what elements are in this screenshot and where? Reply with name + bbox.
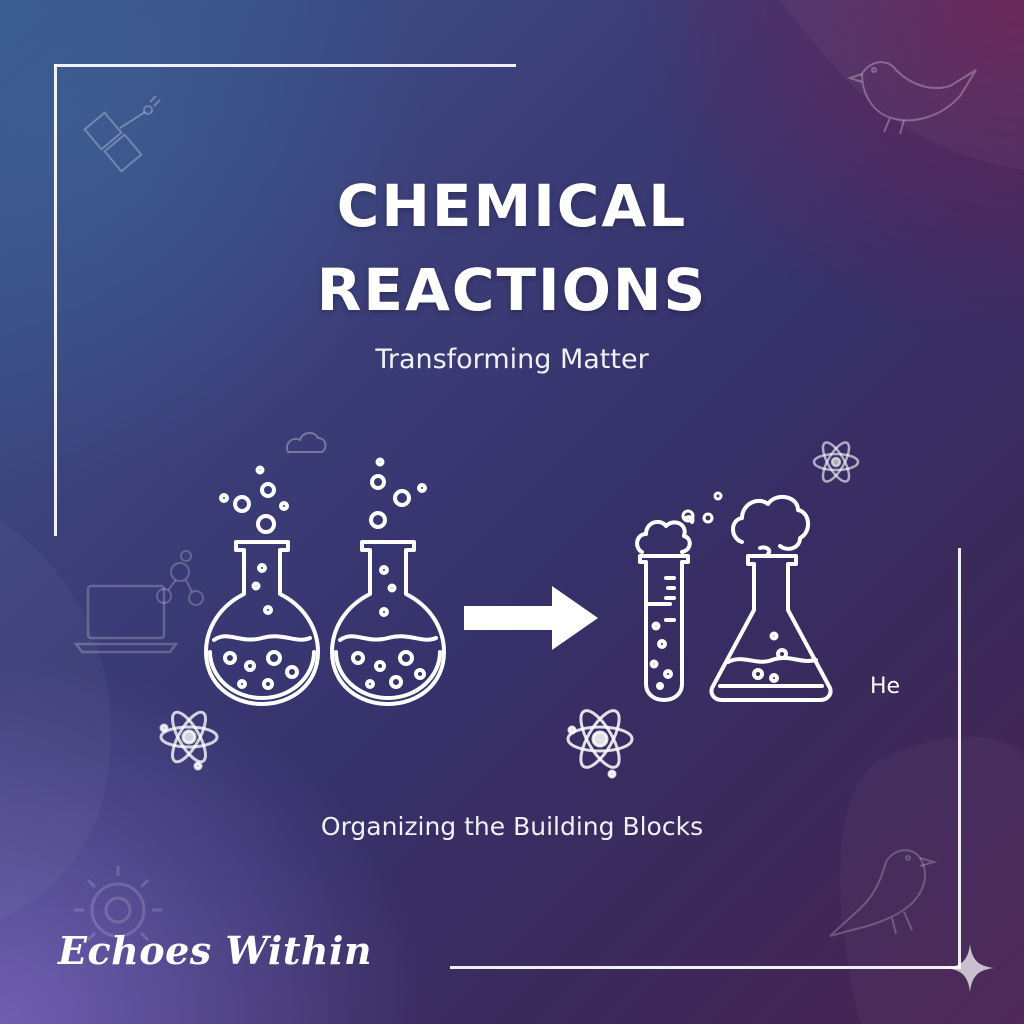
brand-logo: Echoes Within [58, 928, 373, 973]
atom-icon [810, 436, 862, 488]
frame-bottom-line [450, 966, 961, 969]
frame-top-line [54, 64, 516, 67]
element-symbol: He [870, 674, 901, 699]
frame-right-line [958, 548, 961, 968]
erlenmeyer-flask-icon [708, 490, 834, 704]
cloud-icon [286, 432, 327, 453]
satellite-icon [83, 95, 161, 173]
subtitle: Transforming Matter [375, 344, 649, 375]
bubbles-icon [678, 488, 728, 528]
title-line-1: CHEMICAL [336, 172, 688, 240]
laptop-icon [73, 584, 179, 654]
caption: Organizing the Building Blocks [320, 812, 704, 841]
molecule-icon [156, 550, 204, 606]
bird-icon [829, 849, 938, 937]
atom-icon [158, 700, 220, 774]
background-blob [0, 520, 111, 920]
frame-left-line [54, 64, 57, 536]
round-flask-icon [204, 462, 320, 712]
background-blob [840, 737, 1024, 1024]
reaction-arrow-icon [462, 584, 602, 652]
test-tube-icon [630, 508, 702, 704]
background-blob [780, 0, 1024, 170]
round-flask-icon [330, 456, 446, 712]
title-line-2: REACTIONS [316, 256, 708, 324]
bird-icon [846, 61, 977, 135]
atom-icon [564, 696, 636, 782]
sparkle-icon [944, 942, 996, 994]
sun-icon [74, 866, 162, 954]
